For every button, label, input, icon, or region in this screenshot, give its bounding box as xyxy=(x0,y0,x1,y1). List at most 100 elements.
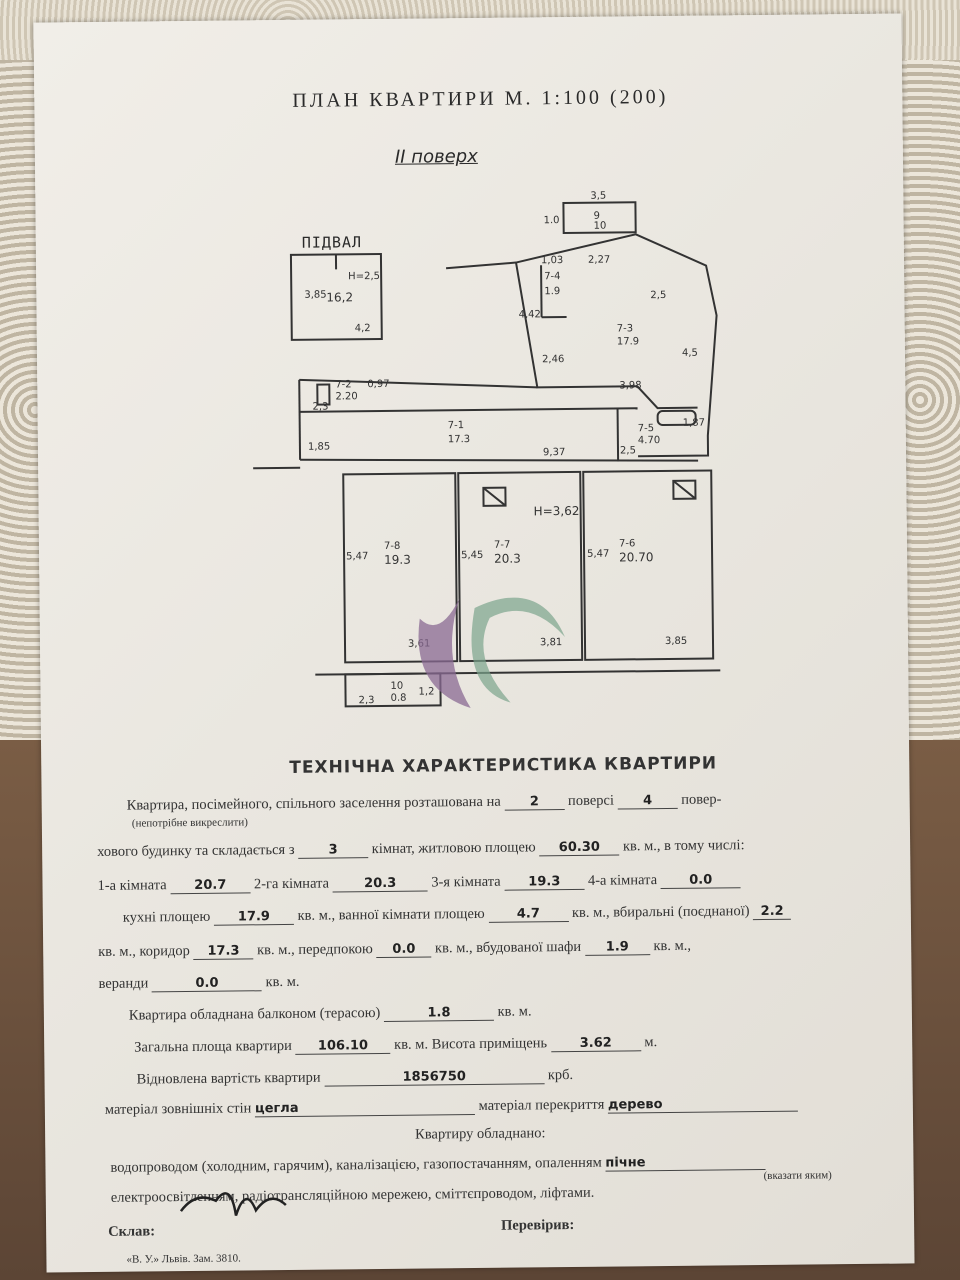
room-9-area: 10 xyxy=(594,221,607,232)
dim-bath-h: 1,87 xyxy=(683,418,705,429)
room-7-3-code: 7-3 xyxy=(617,323,633,334)
basement-height: H=2,5 xyxy=(348,271,380,282)
dim-room-7-6-w: 3,85 xyxy=(665,636,687,647)
text-l10a: матеріал зовнішніх стін xyxy=(104,1100,252,1118)
value-bathroom: 4.7 xyxy=(488,906,569,923)
value-height: 3.62 xyxy=(550,1035,641,1053)
text-l2b: кімнат, житловою площею xyxy=(371,839,536,858)
value-walls: цегла xyxy=(254,1099,476,1118)
text-l3a: 1-а кімната xyxy=(97,877,167,894)
dim-left-wall: 4,42 xyxy=(519,309,541,320)
value-wardrobe: 1.9 xyxy=(584,939,650,956)
room-7-8-area: 19.3 xyxy=(384,553,411,567)
text-l4b: кв. м., ванної кімнати площею xyxy=(297,905,485,924)
room-10-code: 10 xyxy=(390,681,403,692)
text-l7b: кв. м. xyxy=(497,1003,532,1020)
line-equipped: Квартиру обладнано: xyxy=(415,1125,546,1143)
text-l1b: поверсі xyxy=(567,792,615,810)
text-l5a: кв. м., коридор xyxy=(98,942,190,960)
dim-basement-side: 3,85 xyxy=(304,290,326,301)
room-7-4-area: 1.9 xyxy=(544,286,560,297)
line-balcony: Квартира обладнана балконом (терасою) 1.… xyxy=(129,1003,532,1024)
text-l8b: кв. м. Висота приміщень xyxy=(394,1035,548,1053)
text-l3b: 2-га кімната xyxy=(253,875,330,893)
line-corridor: кв. м., коридор 17.3 кв. м., передпокою … xyxy=(98,938,691,961)
value-heating: пічне xyxy=(605,1153,766,1172)
value-balcony: 1.8 xyxy=(383,1004,495,1022)
text-l6a: веранди xyxy=(98,975,149,992)
dim-top-balcony: 3,5 xyxy=(590,191,606,202)
room-7-7-code: 7-7 xyxy=(494,540,510,551)
dim-basement-bottom: 4,2 xyxy=(355,323,371,334)
text-l6b: кв. м. xyxy=(265,973,300,991)
tech-title: ТЕХНІЧНА ХАРАКТЕРИСТИКА КВАРТИРИ xyxy=(289,753,718,778)
text-l1c: повер- xyxy=(681,791,722,808)
dim-bath-w: 2,5 xyxy=(620,445,636,456)
room-7-2-code: 7-2 xyxy=(335,379,351,390)
room-7-7-area: 20.3 xyxy=(494,552,521,566)
room-7-1-area: 17.3 xyxy=(448,434,470,445)
value-floor: 2 xyxy=(504,794,565,811)
dim-wc-w: 2,3 xyxy=(312,402,328,413)
value-room4: 0.0 xyxy=(660,872,741,890)
note-specify: (вказати яким) xyxy=(763,1169,832,1182)
dim-closet: 1,03 xyxy=(541,255,563,266)
value-cost: 1856750 xyxy=(324,1068,545,1087)
room-7-1-code: 7-1 xyxy=(448,420,464,431)
dim-corridor-h: 1,85 xyxy=(308,441,330,452)
room-7-8-code: 7-8 xyxy=(384,541,400,552)
value-floors-total: 4 xyxy=(617,792,678,810)
label-checked: Перевірив: xyxy=(501,1216,575,1234)
outer-wall-top xyxy=(445,233,718,458)
logo-watermark xyxy=(418,597,565,709)
text-l8c: м. xyxy=(644,1034,658,1051)
document-sheet: ПЛАН КВАРТИРИ М. 1:100 (200) II поверх П… xyxy=(33,13,915,1273)
text-l8a: Загальна площа квартири xyxy=(134,1037,292,1056)
text-l2a: хового будинку та складається з xyxy=(97,841,295,860)
dim-inner: 2,46 xyxy=(542,354,564,365)
room-7-7 xyxy=(457,470,584,663)
line-materials: матеріал зовнішніх стін цегла матеріал п… xyxy=(104,1095,799,1119)
room-7-3-area: 17.9 xyxy=(617,336,639,347)
room-7-6-code: 7-6 xyxy=(619,538,635,549)
floor-plan: 3,85 H=2,5 16,2 4,2 3,5 1.0 9 10 2,27 1,… xyxy=(253,191,721,708)
text-l1a: Квартира, посімейного, спільного заселен… xyxy=(126,793,501,814)
dim-room-7-7-w: 3,81 xyxy=(540,637,562,648)
text-l4c: кв. м., вбиральні (поєднаної) xyxy=(571,903,750,921)
room-7-4-code: 7-4 xyxy=(544,271,560,282)
value-toilet: 2.2 xyxy=(753,903,792,921)
note-strike: (непотрібне викреслити) xyxy=(131,816,248,830)
label-compiled: Склав: xyxy=(108,1223,156,1240)
line-cost: Відновлена вартість квартири 1856750 крб… xyxy=(136,1067,573,1089)
line-rooms: хового будинку та складається з 3 кімнат… xyxy=(97,837,745,861)
dim-wc-h: 0,97 xyxy=(367,379,389,390)
height-main: H=3,62 xyxy=(534,504,580,518)
value-veranda: 0.0 xyxy=(151,975,263,993)
text-l2c: кв. м., в тому числі: xyxy=(622,837,745,855)
room-7-5-code: 7-5 xyxy=(638,423,654,434)
dim-balcony-w: 2,3 xyxy=(359,695,375,706)
dim-kitchen-diag: 2,5 xyxy=(650,290,666,301)
text-l9a: Відновлена вартість квартири xyxy=(136,1069,321,1088)
room-7-6-area: 20.70 xyxy=(619,550,654,564)
dim-kitchen-bottom: 3,98 xyxy=(619,380,641,391)
line-veranda: веранди 0.0 кв. м. xyxy=(98,973,300,993)
line-kitchen: кухні площею 17.9 кв. м., ванної кімнати… xyxy=(122,903,792,927)
text-l4a: кухні площею xyxy=(122,908,211,926)
room-labels: 3,85 H=2,5 16,2 4,2 3,5 1.0 9 10 2,27 1,… xyxy=(304,191,705,707)
basement-area: 16,2 xyxy=(326,290,353,304)
room-7-8 xyxy=(342,472,459,664)
value-rooms-count: 3 xyxy=(298,842,369,859)
text-l3d: 4-а кімната xyxy=(587,872,658,889)
value-kitchen: 17.9 xyxy=(213,908,295,926)
line-location: Квартира, посімейного, спільного заселен… xyxy=(127,791,722,814)
line-total: Загальна площа квартири 106.10 кв. м. Ви… xyxy=(134,1034,657,1056)
room-7-5-area: 4.70 xyxy=(638,435,660,446)
text-l7a: Квартира обладнана балконом (терасою) xyxy=(128,1005,381,1024)
value-hall: 0.0 xyxy=(376,941,432,959)
room-9-code: 9 xyxy=(593,211,599,222)
value-living-area: 60.30 xyxy=(539,839,620,857)
text-l9b: крб. xyxy=(547,1066,574,1084)
dim-room-7-8-h: 5,47 xyxy=(346,551,368,562)
value-total-area: 106.10 xyxy=(295,1037,391,1055)
